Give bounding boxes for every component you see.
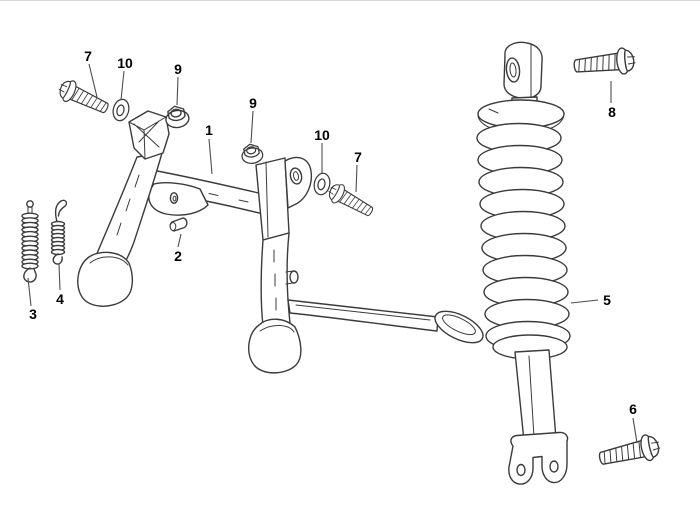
- leader-10a: [120, 70, 125, 101]
- leader-7a: [88, 63, 98, 98]
- nut-9-left: [163, 103, 191, 130]
- callout-5-label: 5: [603, 292, 611, 308]
- shock-top-eye: [503, 41, 543, 100]
- leader-6: [632, 417, 638, 444]
- shock-body: [514, 349, 557, 442]
- callout-8-label: 8: [608, 104, 616, 120]
- shock-coil-spring: [476, 122, 571, 352]
- callout-6-label: 6: [629, 401, 637, 417]
- stand-spring-3: [21, 200, 39, 283]
- stand-gusset-plate: [148, 182, 209, 216]
- leader-2: [177, 233, 182, 248]
- stand-right-bracket: [255, 157, 290, 241]
- bolt-6: [596, 431, 663, 473]
- leader-7b: [355, 164, 358, 193]
- shock-absorber: [476, 41, 571, 485]
- shock-clevis: [508, 431, 569, 485]
- center-stand: [77, 110, 484, 374]
- leader-5: [570, 299, 599, 304]
- callout-3-label: 3: [29, 306, 37, 322]
- callout-leader-lines: [27, 63, 638, 444]
- leader-9b: [250, 110, 254, 144]
- nut-9-middle: [239, 142, 265, 166]
- stand-right-foot: [248, 318, 302, 374]
- leader-4: [58, 263, 61, 291]
- washer-10-left: [110, 97, 132, 123]
- callout-9a-label: 9: [174, 61, 182, 77]
- callout-9b-label: 9: [249, 95, 257, 111]
- stand-left-foot: [77, 251, 134, 307]
- leader-9a: [176, 76, 179, 106]
- stand-foot-pad: [434, 310, 484, 344]
- stand-lever-arm: [287, 299, 439, 332]
- callout-7b-label: 7: [354, 149, 362, 165]
- bolt-8: [572, 46, 637, 80]
- bushing-part-2: [169, 217, 188, 232]
- leader-3: [27, 277, 32, 307]
- stand-spring-4: [50, 199, 68, 265]
- washer-10-middle: [311, 171, 333, 197]
- callout-10b-label: 10: [314, 127, 330, 143]
- stand-right-leg: [260, 232, 291, 327]
- stand-stop-peg: [285, 270, 299, 285]
- callout-10a-label: 10: [117, 55, 133, 71]
- bolt-7-middle: [324, 179, 377, 222]
- bolt-7-top-left: [54, 76, 113, 120]
- leader-1: [208, 138, 213, 175]
- callout-4-label: 4: [56, 291, 64, 307]
- callout-7a-label: 7: [84, 48, 92, 64]
- callout-labels: 1 2 3 4 5 6 7 7 8 9 9 10 10: [29, 48, 637, 417]
- callout-1-label: 1: [205, 122, 213, 138]
- callout-2-label: 2: [174, 248, 182, 264]
- scan-edge-artifact: [0, 0, 700, 1]
